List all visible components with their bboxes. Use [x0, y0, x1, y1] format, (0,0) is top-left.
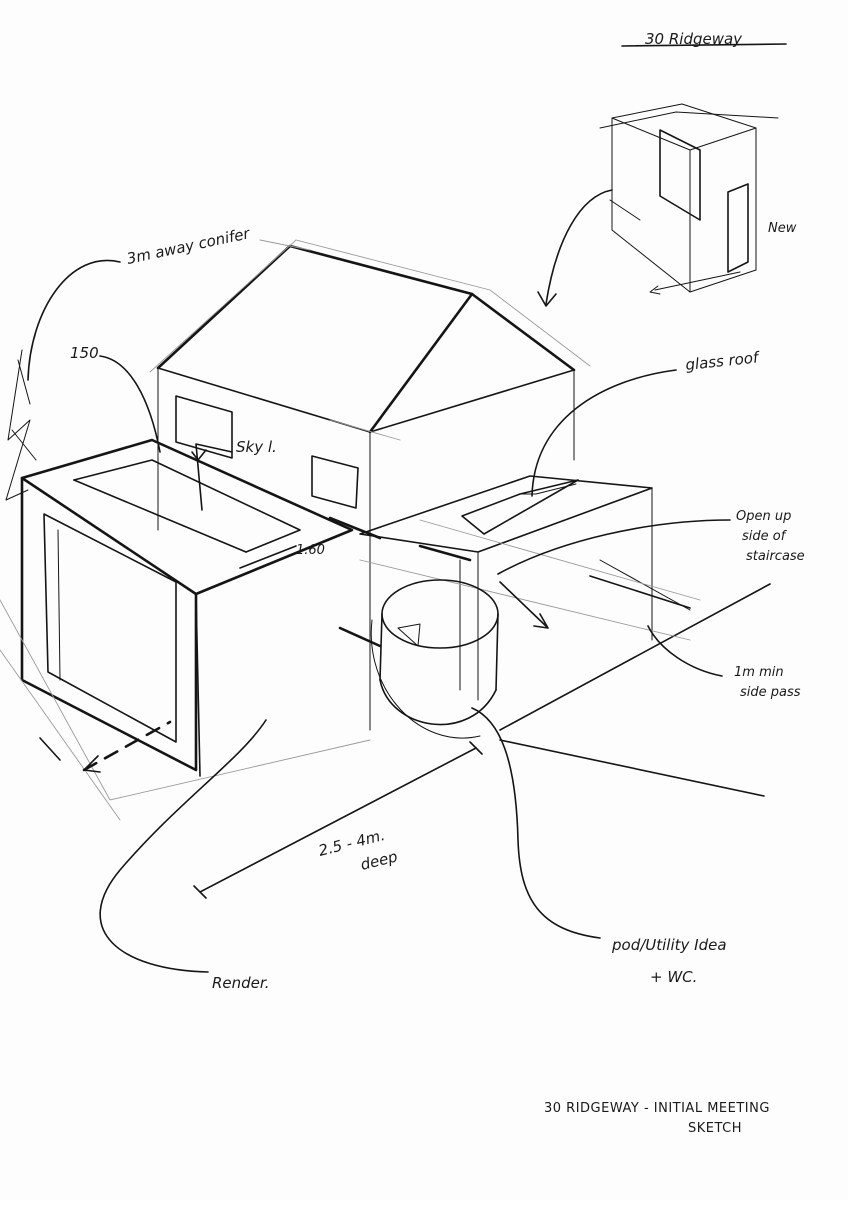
pod-leader: [471, 707, 601, 939]
glass-roof-leader: [531, 369, 677, 497]
skylight-leader: [195, 443, 233, 511]
skylight-label: Sky l.: [236, 438, 277, 456]
house-upper-storey: [149, 239, 591, 731]
depth-label-2: deep: [359, 847, 400, 874]
glass-roof-label: glass roof: [685, 348, 762, 374]
dim-150-leader: [99, 355, 161, 453]
open-up-label-3: staircase: [746, 549, 805, 564]
upper-window-left: [175, 395, 233, 459]
open-up-label-2: side of: [742, 529, 788, 544]
render-leader: [99, 719, 267, 973]
inset-arrow: [545, 189, 613, 305]
sheet-title: 30 Ridgeway: [645, 30, 743, 48]
conifer-tree-sketch: [5, 349, 37, 501]
rear-extension: [359, 475, 771, 797]
side-pass-label-1: 1m min: [734, 665, 784, 680]
dim-160-line: [239, 545, 297, 569]
dim-160-label: 1.60: [296, 543, 325, 558]
pod-sketch: [370, 579, 499, 739]
glass-roof-panel: [461, 479, 579, 535]
open-up-label-1: Open up: [736, 509, 791, 524]
open-up-leader: [497, 519, 731, 575]
inset-box-sketch: New: [599, 103, 797, 295]
inset-new-label: New: [768, 221, 797, 236]
pod-label-1: pod/Utility Idea: [611, 936, 727, 954]
side-pass-label-2: side pass: [740, 685, 801, 700]
side-pass-leader: [647, 625, 723, 677]
single-storey-extension: [0, 438, 371, 821]
conifer-label: 3m away conifer: [125, 224, 252, 268]
depth-dimension: [199, 747, 477, 893]
render-label: Render.: [212, 974, 269, 992]
dim-150-label: 150: [70, 344, 99, 362]
caption-line-1: 30 RIDGEWAY - INITIAL MEETING: [544, 1101, 770, 1116]
pod-label-2: + WC.: [650, 968, 697, 986]
conifer-leader: [27, 259, 121, 381]
upper-window-right: [311, 455, 359, 509]
title-underline: [621, 43, 787, 47]
garage-door: [43, 513, 177, 743]
caption-line-2: SKETCH: [688, 1121, 742, 1136]
